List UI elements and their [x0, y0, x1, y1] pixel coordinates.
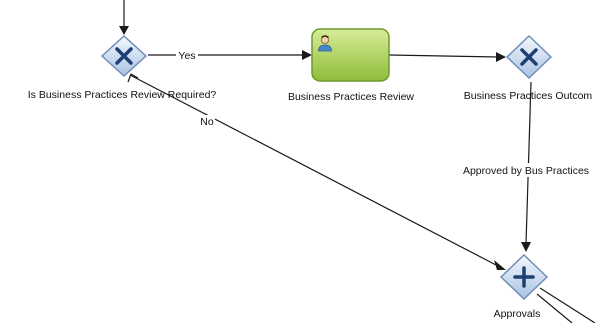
edge-approvals-outgoing[interactable] — [536, 287, 596, 323]
gateway-outcome[interactable] — [505, 34, 553, 80]
parallel-plus-icon — [513, 266, 535, 288]
edge-label-yes: Yes — [178, 50, 195, 62]
user-icon — [318, 35, 332, 52]
exclusive-x-icon — [115, 47, 133, 65]
edge-no[interactable] — [127, 73, 506, 270]
exclusive-x-icon — [520, 48, 538, 66]
edge-incoming[interactable] — [119, 0, 129, 35]
gateway-review-required-label: Is Business Practices Review Required? — [28, 89, 217, 101]
edge-label-approved: Approved by Bus Practices — [463, 165, 589, 177]
gateway-approvals[interactable] — [499, 253, 549, 301]
gateway-outcome-label: Business Practices Outcom — [464, 90, 593, 102]
task-business-practices-review-label: Business Practices Review — [288, 91, 414, 103]
gateway-approvals-label: Approvals — [494, 308, 541, 320]
gateway-review-required[interactable] — [100, 34, 148, 78]
task-business-practices-review[interactable] — [311, 28, 390, 82]
edge-task-to-outcome[interactable] — [388, 52, 506, 62]
edge-label-no: No — [200, 116, 214, 128]
edge-yes[interactable] — [148, 50, 312, 60]
